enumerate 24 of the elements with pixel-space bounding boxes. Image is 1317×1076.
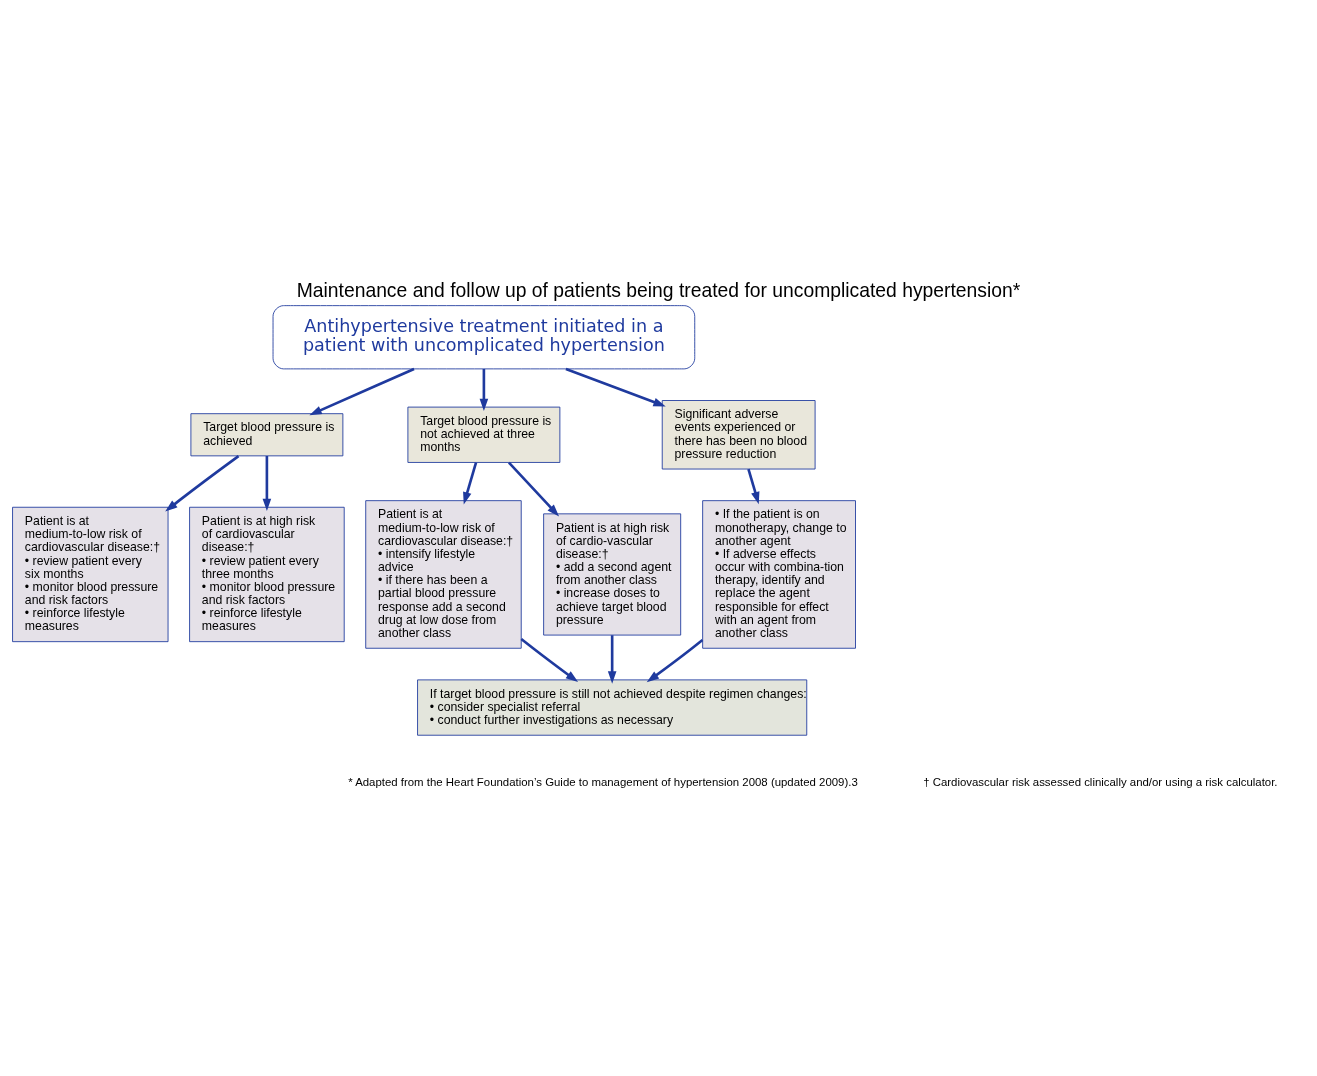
arrow (507, 461, 560, 517)
label: † Cardiovascular risk assessed clinically and/or using a risk calculator. (923, 775, 1278, 788)
node-box: Target blood pressure is achieved (190, 413, 344, 457)
node-box: Significant adverse events experienced or there has been no blood pressure reduction (661, 400, 816, 470)
node-box: If target blood pressure is still not achieved despite regimen changes: • consider specialist referral • conduct further investigations as necessary (417, 679, 808, 736)
arrow (607, 635, 617, 684)
arrow (747, 468, 760, 505)
label: * Adapted from the Heart Foundation’s Guide to management of hypertension 2008 (updated 2009).3 (348, 775, 858, 788)
diagram-title: Maintenance and follow up of patients being treated for uncomplicated hypertension* (296, 279, 1021, 301)
node-box: Target blood pressure is not achieved at three months (407, 406, 561, 463)
arrow (262, 456, 272, 511)
arrow (565, 367, 666, 407)
arrow (646, 639, 704, 683)
node-box: Patient is at high risk of cardiovascular disease:† • review patient every three months • monitor blood pressure and risk factors • reinforce lifestyle measures (189, 506, 345, 643)
arrow (309, 367, 415, 416)
node-box: Patient is at medium-to-low risk of cardiovascular disease:† • review patient every six months • monitor blood pressure and risk factors • reinforce lifestyle measures (12, 506, 169, 643)
node-box: Patient is at high risk of cardio-vascular disease:† • add a second agent from another class • increase doses to achieve target blood pressure (543, 513, 682, 636)
arrow (479, 368, 489, 411)
arrow (165, 455, 240, 512)
node-box: Patient is at medium-to-low risk of cardiovascular disease:† • intensify lifestyle advice • if there has been a partial blood pressure response add a second drug at low dose from another class (365, 500, 522, 649)
node-box: Antihypertensive treatment initiated in a patient with uncomplicated hypertension (272, 305, 696, 370)
node-box: • If the patient is on monotherapy, change to another agent • If adverse effects occur with combina-tion therapy, identify and replace the agent responsible for effect with an agent from another class (702, 500, 856, 649)
arrow (463, 462, 478, 505)
arrow (520, 637, 579, 683)
